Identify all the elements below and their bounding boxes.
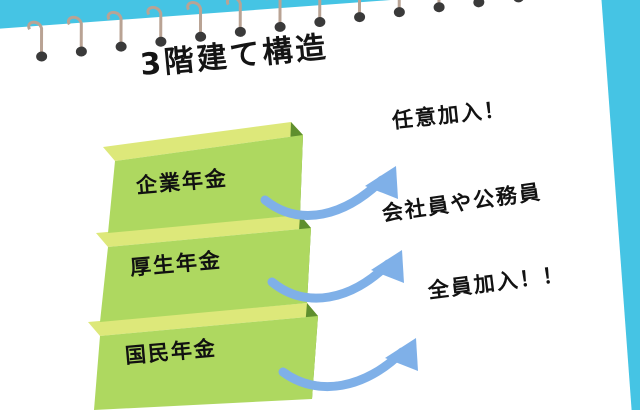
- tier-3-front-face: [94, 316, 318, 410]
- arrow-head-2: [371, 250, 404, 283]
- arrow-to-note-2: [267, 259, 393, 303]
- arrow-head-1: [365, 166, 398, 199]
- tier-2-top-face: [96, 215, 311, 247]
- tier-1-front-face: [108, 135, 303, 233]
- arrow-to-note-3: [278, 347, 407, 391]
- tier-2-front-face: [100, 228, 311, 322]
- arrow-head-3: [385, 338, 418, 371]
- pyramid-tier-2[interactable]: [96, 215, 311, 322]
- pyramid-tier-3[interactable]: [88, 303, 318, 410]
- arrow-to-note-1: [260, 175, 387, 220]
- tier-3-top-face: [88, 303, 318, 336]
- pyramid-tier-1[interactable]: [103, 122, 303, 233]
- tier-1-top-face: [103, 122, 303, 161]
